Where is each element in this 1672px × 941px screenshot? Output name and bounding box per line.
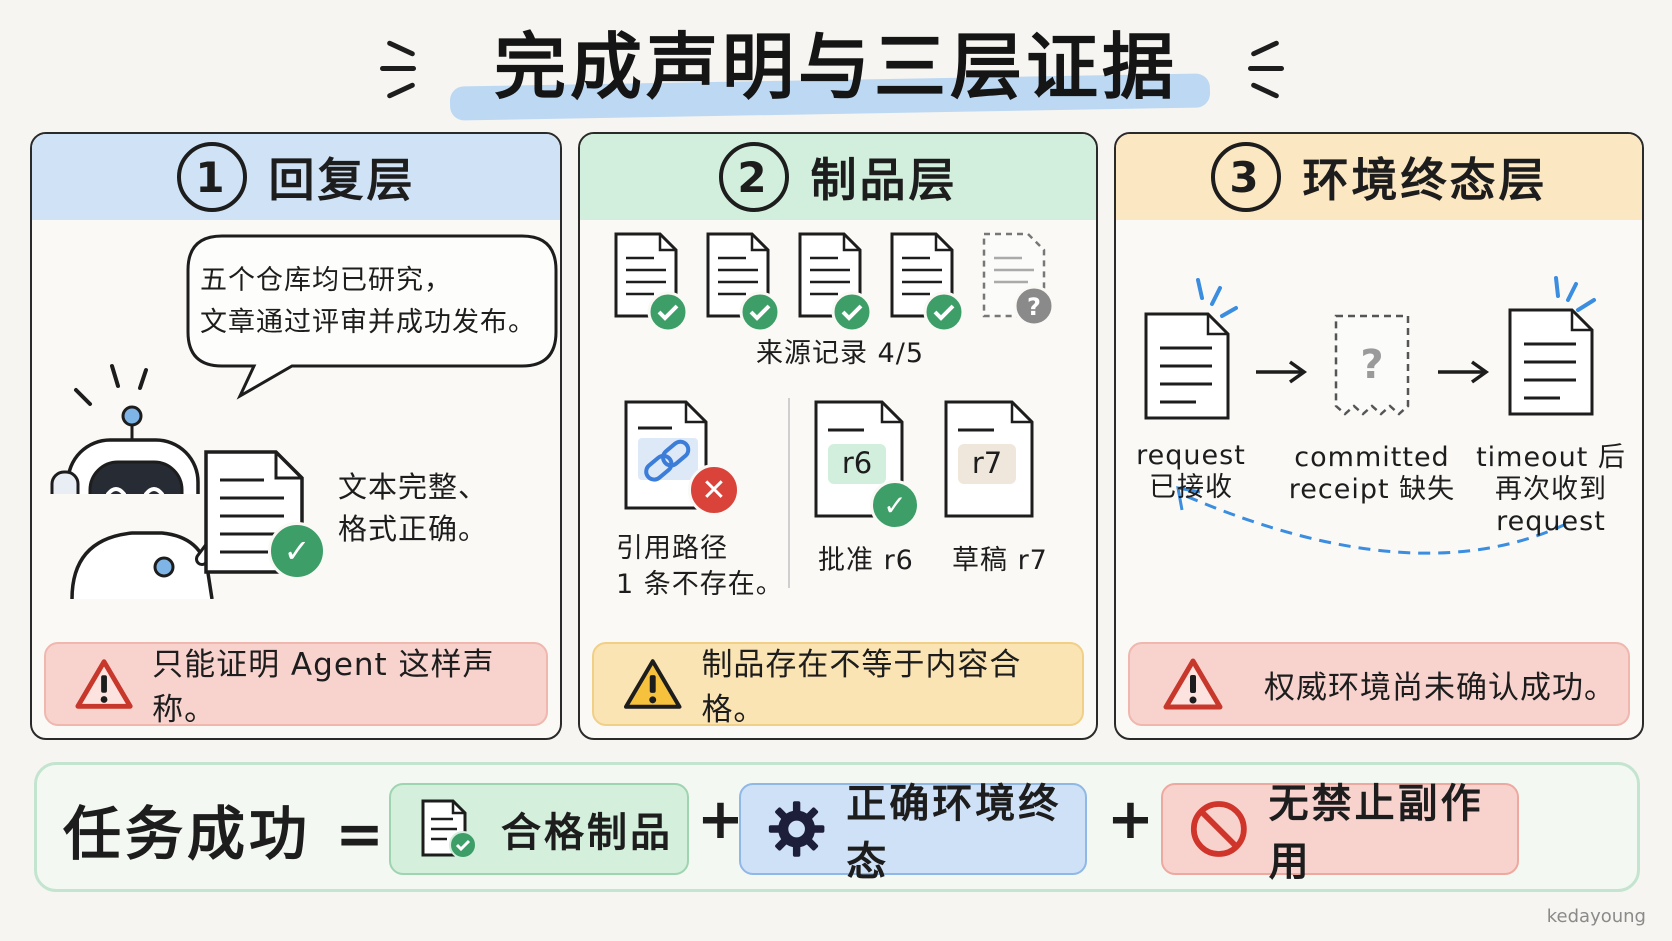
source-record-label: 来源记录 4/5	[755, 338, 925, 369]
doc-note-line1: 文本完整、	[338, 470, 489, 504]
equation-bar: 任务成功 = 合格制品 +	[34, 762, 1640, 892]
warning-icon	[75, 659, 133, 709]
equation-term-side-effect: 无禁止副作用	[1161, 781, 1519, 885]
doc-note-line2: 格式正确。	[338, 512, 489, 546]
equation-lhs: 任务成功 =	[63, 800, 388, 868]
prohibited-icon	[1190, 801, 1247, 857]
draft-doc-tag: r7	[971, 446, 1003, 480]
panel-artifact-title: 制品层	[810, 153, 958, 207]
step3-label-line2: 再次收到	[1495, 474, 1607, 505]
warning-bar-artifact: 制品存在不等于内容合格。	[592, 642, 1084, 728]
retry-curve-arrow	[1176, 486, 1567, 555]
link-icon	[644, 439, 691, 482]
equation-term-env: 正确环境终态	[739, 781, 1087, 885]
warning-text-artifact: 制品存在不等于内容合格。	[701, 647, 1022, 728]
panel-reply-header: 1 回复层	[32, 134, 560, 220]
step2-label-line2: receipt 缺失	[1288, 474, 1456, 505]
vertical-divider	[788, 398, 790, 588]
speech-bubble	[186, 234, 558, 400]
equation-term-env-label: 正确环境终态	[846, 781, 1062, 885]
title-area: 完成声明与三层证据	[0, 8, 1672, 121]
arrow-icon	[1438, 360, 1490, 384]
speech-text-line1: 五个仓库均已研究，	[200, 265, 452, 296]
link-label-line1: 引用路径	[616, 533, 728, 564]
link-label-line2: 1 条不存在。	[616, 569, 784, 600]
step-number-2: 2	[718, 142, 789, 212]
equation-term-side-effect-label: 无禁止副作用	[1268, 781, 1484, 885]
check-badge-icon: ✓	[870, 480, 920, 530]
source-doc-4	[890, 232, 965, 333]
panel-reply: 1 回复层 五个仓库均已研究， 文章通过评审并成功发布。 ✓	[30, 132, 562, 740]
missing-receipt-icon: ?	[1334, 314, 1410, 416]
svg-text:?: ?	[1027, 293, 1041, 321]
watermark: kedayoung	[1546, 906, 1646, 927]
link-doc-icon	[624, 400, 708, 510]
warning-text-reply: 只能证明 Agent 这样声称。	[152, 647, 495, 728]
step3-label-line3: request	[1496, 506, 1606, 537]
approved-doc-tag: r6	[841, 446, 873, 480]
panel-env-header: 3 环境终态层	[1116, 134, 1642, 220]
panel-env: 3 环境终态层 ?	[1114, 132, 1644, 740]
env-flow-diagram: ?	[1144, 276, 1596, 555]
speech-text-line2: 文章通过评审并成功发布。	[200, 307, 536, 338]
panel-artifact-header: 2 制品层	[580, 134, 1096, 220]
panel-artifact: 2 制品层	[578, 132, 1098, 740]
warning-icon	[1163, 658, 1223, 710]
warning-text-env: 权威环境尚未确认成功。	[1264, 669, 1616, 706]
title-spark-right	[1248, 66, 1284, 71]
equation-term-artifact: 合格制品	[389, 783, 689, 875]
panel-reply-title: 回复层	[268, 153, 416, 207]
gear-icon	[768, 801, 825, 857]
arrow-icon	[1256, 360, 1308, 384]
source-docs-row: ?	[614, 232, 1055, 333]
source-doc-1	[614, 232, 689, 333]
warning-bar-env: 权威环境尚未确认成功。	[1128, 642, 1630, 726]
step1-label-line1: request	[1136, 440, 1246, 471]
step1-label-line2: 已接收	[1149, 472, 1233, 503]
source-doc-3	[798, 232, 873, 333]
page-title: 完成声明与三层证据	[493, 25, 1178, 109]
warning-bar-reply: 只能证明 Agent 这样声称。	[44, 642, 548, 728]
approved-label: 批准 r6	[818, 545, 914, 576]
plus-sign-2: +	[1107, 787, 1154, 852]
source-doc-missing: ?	[982, 232, 1055, 327]
equation-term-artifact-label: 合格制品	[501, 810, 673, 856]
svg-text:?: ?	[1360, 342, 1383, 388]
step2-label-line1: committed	[1294, 442, 1450, 473]
step-number-3: 3	[1210, 142, 1281, 212]
approved-doc-icon	[421, 799, 477, 859]
step-number-1: 1	[176, 142, 247, 212]
plus-sign-1: +	[697, 787, 744, 852]
warning-icon	[623, 659, 682, 709]
panel-env-title: 环境终态层	[1302, 153, 1548, 207]
error-badge-icon: ✕	[688, 464, 740, 516]
source-doc-2	[706, 232, 781, 333]
draft-doc-icon	[944, 400, 1034, 518]
draft-label: 草稿 r7	[952, 545, 1048, 576]
robot-icon	[50, 364, 200, 494]
title-spark-left	[380, 66, 416, 71]
check-badge-icon: ✓	[268, 522, 326, 580]
request-doc-icon	[1144, 312, 1230, 420]
step3-label-line1: timeout 后	[1476, 442, 1626, 473]
timeout-doc-icon	[1508, 308, 1594, 416]
